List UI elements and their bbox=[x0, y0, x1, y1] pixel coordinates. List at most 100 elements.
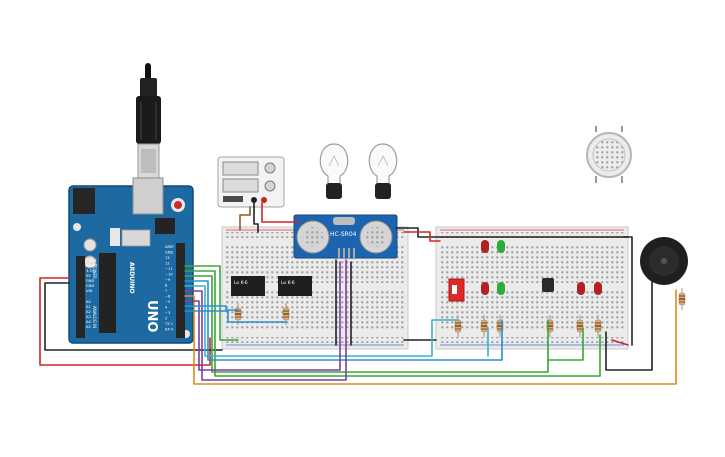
pin-label: RESET bbox=[86, 264, 98, 268]
pin-label: ~9 bbox=[165, 278, 171, 282]
pin-label: ~3 bbox=[165, 311, 170, 315]
microcontroller-chip bbox=[99, 253, 116, 333]
pin-label: RX 0 bbox=[165, 328, 174, 332]
pin-label: 7 bbox=[165, 289, 167, 293]
regulator bbox=[121, 229, 151, 247]
usb-cable bbox=[136, 63, 161, 181]
pin-label: GND bbox=[86, 279, 94, 283]
analog-header-label: ANALOG IN bbox=[92, 306, 97, 328]
resistor[interactable] bbox=[454, 315, 462, 337]
piezo-buzzer[interactable] bbox=[640, 237, 688, 285]
gas-sensor[interactable] bbox=[586, 126, 632, 183]
wire-blue bbox=[184, 305, 239, 311]
power-jack bbox=[73, 188, 95, 214]
pin-label: 2 bbox=[165, 317, 167, 321]
arduino-uno-board[interactable]: UNO ARDUINO POWER ANALOG IN IOREFRESET3.… bbox=[68, 177, 194, 344]
led-red-2[interactable] bbox=[481, 282, 489, 295]
resistor[interactable] bbox=[480, 315, 488, 337]
wire-blue bbox=[184, 310, 287, 323]
pin-label: 13 bbox=[165, 256, 170, 260]
pin-label: VIN bbox=[86, 289, 93, 293]
board-logo: UNO bbox=[144, 300, 159, 333]
wire-brown bbox=[239, 206, 251, 231]
pin-label: 3.3V bbox=[86, 269, 95, 273]
usb-chip bbox=[155, 218, 175, 234]
display-top bbox=[222, 161, 259, 176]
pin-label: A4 bbox=[86, 320, 91, 324]
wire-red bbox=[403, 231, 441, 242]
ultrasonic-sensor[interactable]: HC-SR04 bbox=[293, 214, 398, 259]
pin-label: IOREF bbox=[86, 259, 97, 263]
led-green-1[interactable] bbox=[497, 240, 505, 253]
pin-label: GND bbox=[86, 284, 94, 288]
display-bottom bbox=[222, 178, 259, 193]
wire-cyan bbox=[184, 285, 459, 357]
pin-label: 12 bbox=[165, 262, 170, 266]
light-bulb-2[interactable] bbox=[368, 143, 398, 199]
wire-green bbox=[184, 275, 549, 373]
wire-blue bbox=[184, 280, 503, 361]
resistor[interactable] bbox=[594, 315, 602, 337]
power-header-label: POWER bbox=[92, 264, 97, 279]
terminal-red bbox=[261, 197, 267, 203]
pin-label: 8 bbox=[165, 284, 168, 288]
wire-black bbox=[605, 274, 653, 371]
wire-black bbox=[623, 236, 633, 346]
wire-orange bbox=[184, 289, 677, 385]
pin-label: A0 bbox=[86, 300, 91, 304]
pin-label: ~11 bbox=[165, 267, 173, 271]
knob-icon[interactable] bbox=[264, 180, 276, 192]
resistor[interactable] bbox=[282, 303, 290, 325]
power-analog-header bbox=[76, 256, 85, 338]
led-red-4[interactable] bbox=[594, 282, 602, 295]
wires bbox=[39, 202, 677, 385]
digital-header bbox=[176, 243, 185, 338]
wire-green bbox=[184, 265, 239, 341]
wire-green bbox=[547, 327, 584, 361]
wire-red bbox=[611, 339, 629, 346]
light-bulb-1[interactable] bbox=[319, 143, 349, 199]
power-supply[interactable] bbox=[217, 156, 285, 208]
led-red-3[interactable] bbox=[577, 282, 585, 295]
pin-label: ~6 bbox=[165, 295, 171, 299]
relay-1[interactable]: Lo K-6 bbox=[231, 276, 265, 296]
pin-label: A1 bbox=[86, 305, 91, 309]
transistor[interactable] bbox=[542, 278, 554, 292]
sensor-label: HC-SR04 bbox=[330, 231, 357, 238]
capacitor bbox=[83, 238, 97, 252]
wire-red bbox=[261, 202, 301, 223]
reset-button-cap bbox=[174, 201, 182, 209]
pin-label: GND bbox=[165, 251, 173, 255]
knob-icon[interactable] bbox=[264, 162, 276, 174]
pin-label: ~5 bbox=[165, 300, 170, 304]
board-brand: ARDUINO bbox=[128, 262, 135, 293]
led-red-1[interactable] bbox=[481, 240, 489, 253]
pin-label: 5V bbox=[86, 274, 91, 278]
relay-label: Lo K-6 bbox=[234, 280, 248, 286]
led-green-2[interactable] bbox=[497, 282, 505, 295]
pin-label: A3 bbox=[86, 315, 91, 319]
slide-switch[interactable] bbox=[448, 278, 465, 302]
wire-black bbox=[253, 202, 259, 233]
usb-port bbox=[132, 177, 164, 215]
relay-label: Lo K-6 bbox=[281, 280, 295, 286]
switch[interactable] bbox=[223, 196, 243, 202]
wire-purple bbox=[184, 261, 341, 371]
pin-label: A5 bbox=[86, 325, 91, 329]
resistor[interactable] bbox=[678, 288, 686, 310]
relay-2[interactable]: Lo K-6 bbox=[278, 276, 312, 296]
terminal-black bbox=[251, 197, 257, 203]
wire-black bbox=[44, 282, 223, 351]
crystal bbox=[110, 228, 120, 246]
pin-label: ~10 bbox=[165, 273, 173, 277]
resistor[interactable] bbox=[576, 315, 584, 337]
pin-label: TX 1 bbox=[164, 322, 173, 326]
pin-label: AREF bbox=[165, 245, 174, 249]
mounting-hole bbox=[73, 223, 81, 231]
pin-label: 4 bbox=[165, 306, 168, 310]
